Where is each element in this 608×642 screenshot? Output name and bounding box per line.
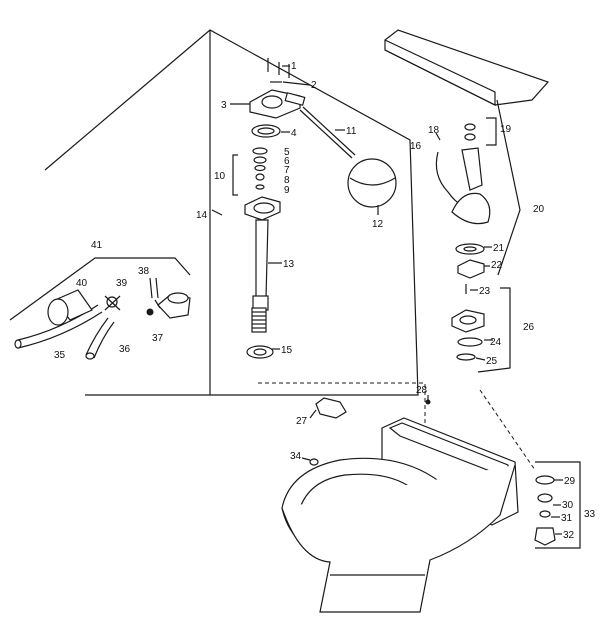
callout-19: 19 [500,124,512,135]
callout-10: 10 [214,171,226,182]
callout-31: 31 [561,513,573,524]
callout-16: 16 [410,141,422,152]
callout-18: 18 [428,125,440,136]
callout-21: 21 [493,243,505,254]
callout-29: 29 [564,476,576,487]
callout-13: 13 [283,259,295,270]
callout-1: 1 [291,61,297,72]
callout-3: 3 [221,100,227,111]
float-rod-and-ball [299,106,397,208]
ballcock-assembly [244,58,306,359]
callout-2: 2 [311,80,317,91]
callout-39: 39 [116,278,128,289]
callout-9: 9 [284,185,290,196]
callout-8: 8 [284,175,290,186]
callout-20: 20 [533,204,545,215]
callout-4: 4 [291,128,297,139]
flush-valve-assembly [435,123,491,361]
callout-14: 14 [196,210,208,221]
callout-23: 23 [479,286,491,297]
callout-33: 33 [584,509,596,520]
group-brackets [211,99,521,373]
callout-28: 28 [416,385,428,396]
callout-36: 36 [119,344,131,355]
callout-22: 22 [491,260,503,271]
supply-parts-group [9,257,191,360]
callout-7: 7 [284,165,290,176]
callout-30: 30 [562,500,574,511]
callout-26: 26 [523,322,535,333]
callout-34: 34 [290,451,302,462]
callout-35: 35 [54,350,66,361]
callout-15: 15 [281,345,293,356]
callout-32: 32 [563,530,575,541]
callout-6: 6 [284,156,290,167]
callout-37: 37 [152,333,164,344]
toilet-bowl [258,382,536,613]
bowl-bolt-parts [534,461,581,549]
callout-40: 40 [76,278,88,289]
callout-27: 27 [296,416,308,427]
tank-lid [384,29,550,106]
tank-parts-group-outline [44,29,419,396]
leader-lines [154,65,563,535]
callout-labels: 1 2 3 4 5 6 7 8 9 10 11 12 13 14 15 16 1… [54,61,596,541]
callout-25: 25 [486,356,498,367]
callout-12: 12 [372,219,384,230]
callout-5: 5 [284,147,290,158]
callout-41: 41 [91,240,103,251]
callout-11: 11 [346,126,357,137]
callout-24: 24 [490,337,502,348]
callout-38: 38 [138,266,150,277]
